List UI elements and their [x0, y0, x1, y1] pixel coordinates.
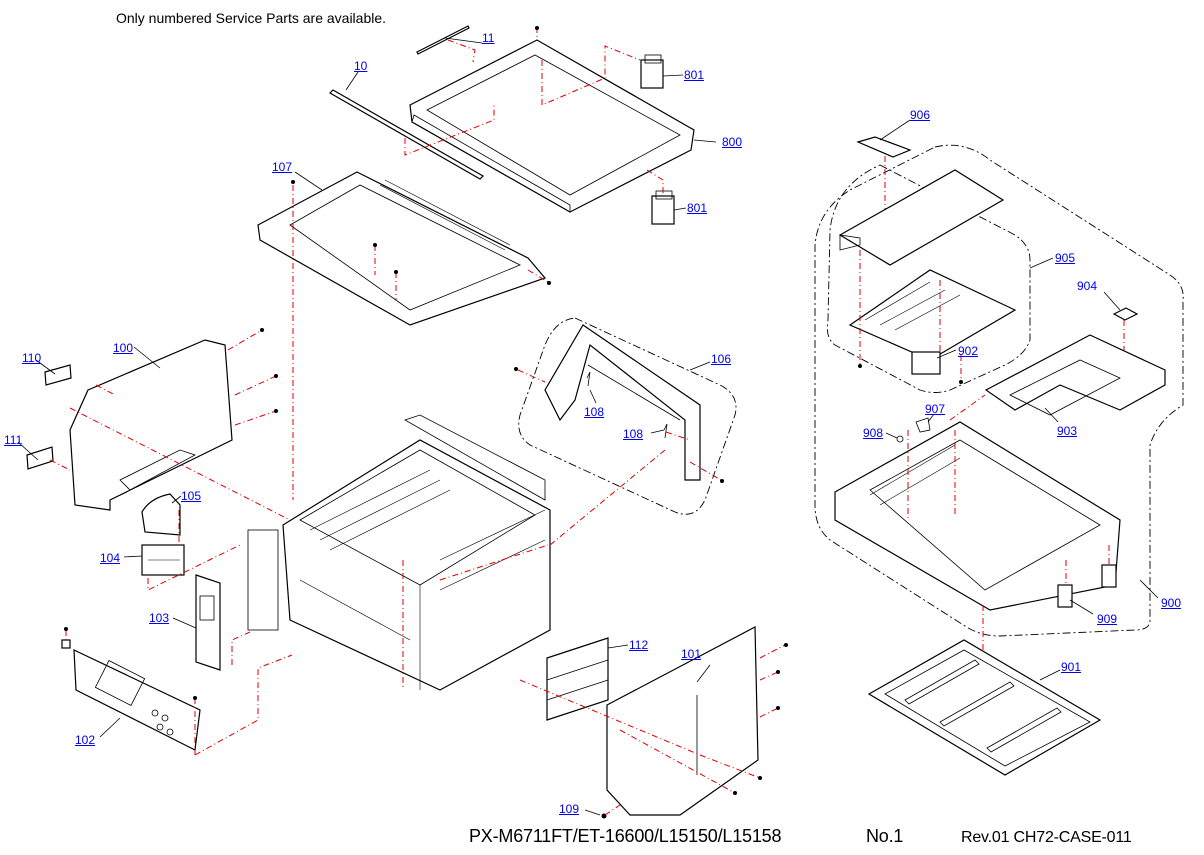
part-101-side-cover — [519, 626, 788, 816]
part-link-906[interactable]: 906 — [910, 108, 931, 122]
part-link-106[interactable]: 106 — [711, 352, 732, 366]
part-800-scanner-frame — [404, 26, 717, 213]
part-link-903[interactable]: 903 — [1057, 424, 1078, 438]
part-109-screw — [584, 804, 621, 819]
part-102-control-panel — [61, 627, 293, 756]
main-printer-body — [247, 414, 551, 691]
part-link-908[interactable]: 908 — [863, 426, 884, 440]
part-link-109[interactable]: 109 — [559, 802, 580, 816]
part-11-strip — [416, 25, 483, 63]
part-108-spring-b — [650, 423, 691, 441]
part-905-paper-cassette-group — [826, 164, 1054, 393]
part-link-104[interactable]: 104 — [100, 551, 121, 565]
page-number: No.1 — [866, 826, 904, 846]
part-link-801-top[interactable]: 801 — [684, 68, 705, 82]
part-link-10[interactable]: 10 — [354, 59, 368, 73]
part-100-frame-plate — [69, 328, 291, 521]
part-908-roller — [885, 432, 904, 443]
part-link-102[interactable]: 102 — [75, 733, 96, 747]
part-link-101[interactable]: 101 — [681, 647, 702, 661]
part-907-lever — [915, 413, 935, 433]
part-909-foot — [1057, 545, 1117, 615]
part-103-panel — [172, 574, 251, 671]
part-901-tray-base — [867, 639, 1102, 776]
part-label-904: 904 — [1077, 279, 1098, 293]
part-link-108-b[interactable]: 108 — [623, 427, 644, 441]
part-link-100[interactable]: 100 — [113, 341, 134, 355]
part-link-907[interactable]: 907 — [925, 402, 946, 416]
part-110-sticker — [35, 359, 72, 386]
model-name: PX-M6711FT/ET-16600/L15150/L15158 — [469, 826, 782, 846]
part-106-frame-group — [514, 317, 737, 546]
part-10-strip — [329, 71, 484, 180]
part-link-111[interactable]: 111 — [4, 433, 23, 447]
part-801-bracket-bottom — [646, 169, 687, 225]
part-link-112[interactable]: 112 — [629, 638, 649, 652]
part-107-scanner-housing — [257, 171, 551, 500]
part-link-105[interactable]: 105 — [181, 489, 202, 503]
part-link-909[interactable]: 909 — [1097, 612, 1118, 626]
service-parts-note: Only numbered Service Parts are availabl… — [116, 10, 387, 26]
part-903-output-tray — [949, 334, 1166, 423]
part-link-900[interactable]: 900 — [1161, 596, 1182, 610]
revision-code: Rev.01 CH72-CASE-011 — [961, 829, 1132, 846]
part-link-801-bottom[interactable]: 801 — [687, 201, 708, 215]
part-link-108-a[interactable]: 108 — [584, 405, 605, 419]
part-900-option-tray-group — [814, 144, 1184, 637]
part-112-sheet — [546, 637, 629, 721]
part-link-901[interactable]: 901 — [1061, 660, 1082, 674]
part-link-905[interactable]: 905 — [1055, 251, 1076, 265]
part-link-11[interactable]: 11 — [482, 31, 495, 45]
part-link-800[interactable]: 800 — [722, 135, 743, 149]
part-cassette-cover — [838, 169, 1005, 266]
part-801-bracket-top — [640, 54, 684, 89]
part-108-spring-a — [586, 371, 597, 404]
part-902-gear-unit — [911, 349, 963, 384]
part-link-110[interactable]: 110 — [22, 351, 42, 365]
part-link-103[interactable]: 103 — [149, 611, 170, 625]
part-link-107[interactable]: 107 — [272, 160, 293, 174]
part-cassette-frame — [848, 250, 1017, 368]
part-111-sticker — [17, 441, 71, 471]
part-104-connector — [123, 544, 241, 591]
part-link-902[interactable]: 902 — [958, 344, 979, 358]
